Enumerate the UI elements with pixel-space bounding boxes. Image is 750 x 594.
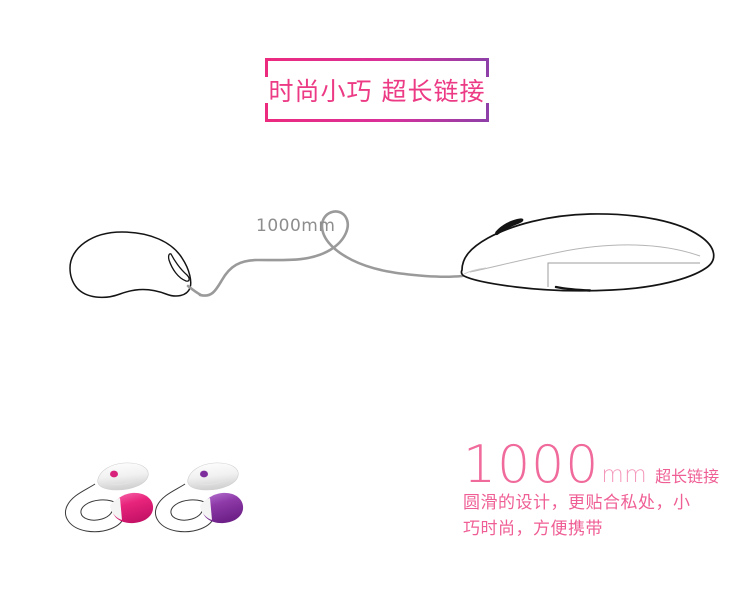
remote-contour-line [469,244,701,273]
product-body-purple [202,492,244,524]
product-body-pink [112,492,154,524]
cable-path [198,210,464,297]
marketing-copy-block: 1000 mm 超长链接 圆滑的设计，更贴合私处，小 巧时尚，方便携带 [463,435,723,542]
page-title: 时尚小巧 超长链接 [268,77,486,106]
egg-outline-body [69,231,192,299]
product-line-illustration [69,210,715,299]
product-remote-purple [187,462,239,491]
remote-bottom-accent [554,285,592,292]
marketing-body-line-1: 圆滑的设计，更贴合私处，小 [463,493,691,513]
product-remote-highlight-purple [195,478,229,486]
marketing-headline: 1000 mm 超长链接 [463,435,723,495]
egg-seam-detail [167,253,190,282]
product-remote-pink [97,462,149,491]
product-collar-purple [200,498,212,520]
remote-outline-body [460,213,715,292]
egg-cable-stub [186,284,203,297]
product-remote-highlight-pink [105,478,139,486]
remote-cable-entry [463,267,487,275]
product-collar-pink [110,498,122,520]
cable-length-label: 1000mm [256,216,336,236]
remote-panel-detail [547,262,700,287]
marketing-body-line-2: 巧时尚，方便携带 [463,519,603,539]
remote-button-detail [495,218,524,236]
headline-suffix: 超长链接 [655,467,720,486]
product-gallery [62,443,257,548]
product-button-purple [200,470,208,478]
product-photo-pink[interactable] [62,443,157,548]
product-photo-purple[interactable] [152,443,247,548]
headline-unit: mm [601,462,648,488]
headline-number: 1000 [463,435,600,495]
header-banner: 时尚小巧 超长链接 [263,57,491,123]
product-button-pink [110,470,118,478]
